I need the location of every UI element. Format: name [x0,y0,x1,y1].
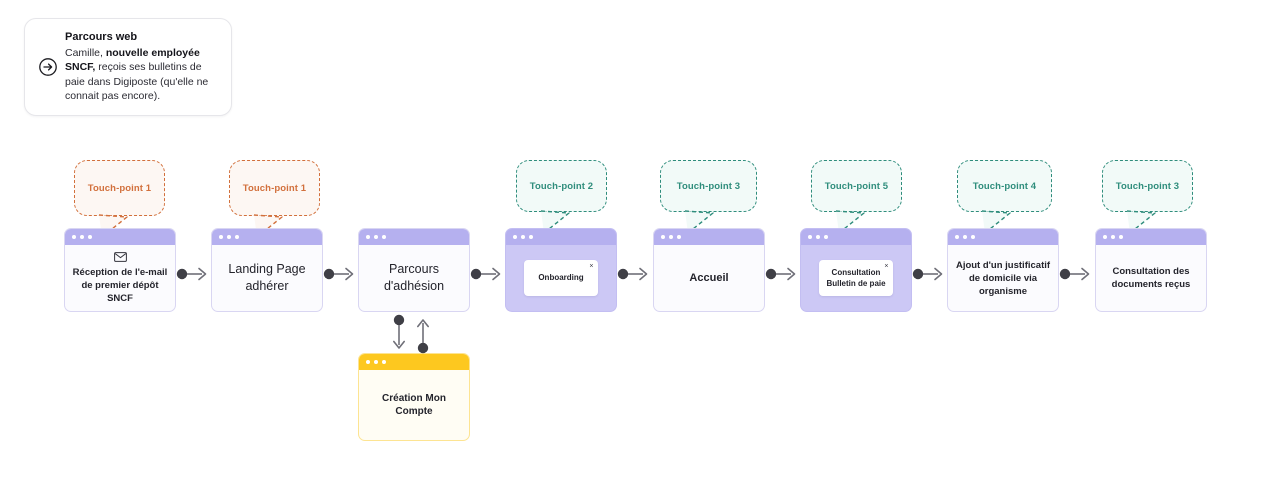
flow-node-label: Consultation des documents reçus [1111,266,1191,290]
window-dot-icon [72,235,76,239]
connector-1-2 [176,263,212,285]
window-titlebar [359,229,469,245]
window-dot-icon [1111,235,1115,239]
window-titlebar [359,354,469,370]
connector-4-5 [617,263,653,285]
legend-line-rest: reçois ses bulletins de paie dans Digipo… [65,61,209,103]
window-dot-icon [971,235,975,239]
window-dot-icon [661,235,665,239]
bubble-tail-icon [1125,210,1161,237]
bubble-tail-icon [539,210,575,237]
touchpoint-bubble-reception-email[interactable]: Touch-point 1 [74,160,165,238]
touchpoint-bubble-onboarding[interactable]: Touch-point 2 [516,160,607,234]
window-dot-icon [1103,235,1107,239]
flow-node-onboarding[interactable]: × Onboarding [505,228,617,312]
envelope-icon [113,251,127,262]
connector-3-4 [470,263,506,285]
connector-down-to-creation-mon-compte [388,314,410,354]
flow-node-parcours-adhesion[interactable]: Parcours d'adhésion [358,228,470,312]
close-icon[interactable]: × [884,263,889,271]
window-dot-icon [808,235,812,239]
flow-node-label: Onboarding [538,273,584,283]
window-dot-icon [80,235,84,239]
bubble-tail-icon [683,210,719,237]
window-dot-icon [374,235,378,239]
flow-node-label: Parcours d'adhésion [383,262,445,293]
touchpoint-label: Touch-point 3 [1115,180,1180,192]
flow-node-reception-email[interactable]: Réception de l'e-mail de premier dépôt S… [64,228,176,312]
window-dot-icon [382,360,386,364]
flow-node-label: Landing Page adhérer [228,262,306,293]
bubble-tail-icon [980,210,1016,237]
legend-title: Parcours web [65,31,138,44]
window-dot-icon [521,235,525,239]
window-dot-icon [816,235,820,239]
window-dot-icon [677,235,681,239]
touchpoint-label: Touch-point 4 [972,180,1037,192]
connector-7-8 [1059,263,1095,285]
window-dot-icon [1119,235,1123,239]
window-dot-icon [529,235,533,239]
connector-2-3 [323,263,359,285]
flow-node-landing-page-adherer[interactable]: Landing Page adhérer [211,228,323,312]
connector-up-from-creation-mon-compte [412,314,434,354]
touchpoint-label: Touch-point 2 [529,180,594,192]
window-titlebar [948,229,1058,245]
connector-5-6 [765,263,801,285]
inner-modal[interactable]: × Onboarding [523,260,599,296]
close-icon[interactable]: × [589,263,594,271]
window-titlebar [506,229,616,245]
flow-node-label: Accueil [689,271,729,284]
window-dot-icon [824,235,828,239]
window-dot-icon [382,235,386,239]
window-dot-icon [88,235,92,239]
flow-node-label: Ajout d'un justificatif de domicile via … [955,259,1051,297]
flow-node-label: Réception de l'e-mail de premier dépôt S… [72,266,168,304]
touchpoint-label: Touch-point 5 [824,180,889,192]
flow-node-ajout-justificatif-domicile[interactable]: Ajout d'un justificatif de domicile via … [947,228,1059,312]
window-dot-icon [366,360,370,364]
flow-node-label: Création Mon Compte [382,393,446,417]
window-titlebar [1096,229,1206,245]
inner-modal[interactable]: × Consultation Bulletin de paie [818,260,894,296]
window-dot-icon [963,235,967,239]
touchpoint-bubble-justificatif[interactable]: Touch-point 4 [957,160,1052,234]
window-dot-icon [227,235,231,239]
window-dot-icon [374,360,378,364]
legend-line-prefix: Camille, [65,46,106,59]
window-dot-icon [955,235,959,239]
flow-node-consultation-documents-recus[interactable]: Consultation des documents reçus [1095,228,1207,312]
bubble-tail-icon [834,210,870,237]
touchpoint-label: Touch-point 3 [676,180,741,192]
window-dot-icon [219,235,223,239]
touchpoint-label: Touch-point 1 [242,182,307,194]
window-dot-icon [366,235,370,239]
touchpoint-bubble-documents-recus[interactable]: Touch-point 3 [1102,160,1193,234]
window-titlebar [212,229,322,245]
touchpoint-bubble-accueil[interactable]: Touch-point 3 [660,160,757,234]
legend-bold-sncf: nouvelle employée SNCF, [65,46,200,74]
flow-node-consultation-bulletin-de-paie[interactable]: × Consultation Bulletin de paie [800,228,912,312]
window-dot-icon [513,235,517,239]
window-dot-icon [235,235,239,239]
window-titlebar [654,229,764,245]
touchpoint-bubble-bulletin-de-paie[interactable]: Touch-point 5 [811,160,902,234]
touchpoint-label: Touch-point 1 [87,182,152,194]
window-titlebar [801,229,911,245]
arrow-right-circle-icon [33,57,63,77]
connector-6-7 [912,263,948,285]
window-titlebar [65,229,175,245]
touchpoint-bubble-landing-page[interactable]: Touch-point 1 [229,160,320,238]
flow-node-label: Consultation Bulletin de paie [826,267,886,288]
flow-node-creation-mon-compte[interactable]: Création Mon Compte [358,353,470,441]
flow-node-accueil[interactable]: Accueil [653,228,765,312]
window-dot-icon [669,235,673,239]
